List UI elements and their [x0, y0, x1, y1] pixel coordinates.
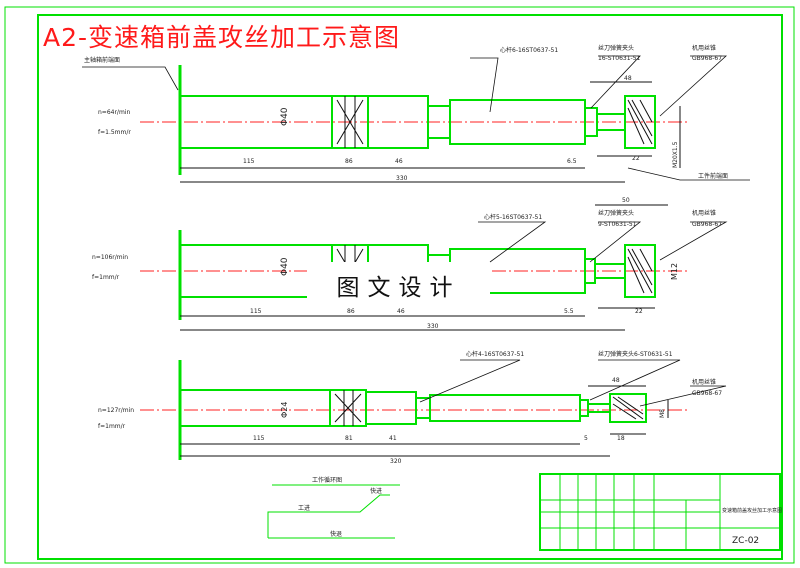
watermark-text: 图文设计 [307, 262, 490, 308]
view-2-dim-b: 86 [347, 308, 355, 315]
view-1-face-label: 主轴箱前端面 [84, 56, 120, 64]
view-2-speed: n=106r/min [92, 254, 128, 261]
view-2-sleeve-code: 9-ST0631-51 [598, 221, 637, 228]
view-1-sleeve-label: 丝刀弹簧夹头 [598, 44, 634, 52]
view-3-dim-e: 18 [617, 435, 625, 442]
view-3-sleeve-label: 丝刀弹簧夹头6-ST0631-51 [598, 350, 673, 358]
view-1-diameter: Φ40 [280, 107, 290, 126]
view-2-dim-total: 330 [427, 323, 439, 330]
view-1-sleeve-code: 16-ST0631-51 [598, 55, 641, 62]
cycle-stage-2: 工进 [298, 504, 310, 512]
view-1-dim-total: 330 [396, 175, 408, 182]
cycle-stage-3: 快退 [330, 530, 342, 538]
view-3-holder-label: 心杆4-16ST0637-51 [466, 350, 524, 358]
view-3-feed: f=1mm/r [98, 423, 126, 430]
view-1-dim-a: 115 [243, 158, 255, 165]
view-2-dim-d: 5.5 [564, 308, 574, 315]
view-3-diameter: Φ24 [280, 402, 289, 418]
drawing-number: ZC-02 [732, 536, 759, 546]
view-3-speed: n=127r/min [98, 407, 134, 414]
view-3-dim-a: 115 [253, 435, 265, 442]
view-2-dim-c: 46 [397, 308, 405, 315]
view-2-feed: f=1mm/r [92, 274, 120, 281]
view-1-tap-std: GB968-67 [692, 55, 722, 62]
work-cycle-chart [267, 484, 400, 539]
view-1-workpiece [624, 95, 656, 149]
view-2-dim-e: 22 [635, 308, 643, 315]
title-block-name: 变速箱前盖攻丝加工示意图 [722, 507, 782, 514]
view-2-dim-a: 115 [250, 308, 262, 315]
view-1-tap-label: 机用丝锥 [692, 44, 716, 52]
view-3-dim-f: 48 [612, 377, 620, 384]
view-1-thread: M20X1.5 [672, 141, 679, 168]
view-1-workpiece-label: 工件前端面 [698, 172, 728, 180]
drawing-border-outer [4, 6, 795, 564]
cycle-chart-title: 工作循环图 [312, 476, 342, 484]
view-2-thread: M12 [670, 263, 679, 280]
view-3-dim-total: 320 [390, 458, 402, 465]
view-3-tap-label: 机用丝锥 [692, 378, 716, 386]
view-1-dim-e: 22 [632, 155, 640, 162]
view-1-holder-label: 心杆6-16ST0637-51 [500, 46, 558, 54]
view-1-dim-d: 6.5 [567, 158, 577, 165]
page-title: A2-变速箱前盖攻丝加工示意图 [43, 23, 401, 52]
drawing-border-inner [37, 14, 783, 560]
view-1-speed: n=64r/min [98, 109, 130, 116]
view-1-feed: f=1.5mm/r [98, 129, 131, 136]
view-1-dim-b: 86 [345, 158, 353, 165]
view-2-holder-label: 心杆5-16ST0637-51 [484, 213, 542, 221]
view-3-dim-b: 81 [345, 435, 353, 442]
view-1-dim-f: 48 [624, 75, 632, 82]
view-2-tap-std: GB968-67 [692, 221, 722, 228]
view-2-sleeve-label: 丝刀弹簧夹头 [598, 209, 634, 217]
view-3-tap-std: GB968-67 [692, 390, 722, 397]
view-2-tap-label: 机用丝锥 [692, 209, 716, 217]
view-3-thread: M8 [659, 409, 666, 418]
title-block [539, 473, 781, 551]
view-2-diameter: Φ40 [280, 257, 290, 276]
view-3 [140, 359, 727, 460]
view-3-dim-c: 41 [389, 435, 397, 442]
view-1-dim-c: 46 [395, 158, 403, 165]
view-3-dim-d: 5 [584, 435, 588, 442]
cycle-stage-1: 快进 [370, 487, 382, 495]
view-1 [82, 55, 750, 183]
view-2-dim-f: 50 [622, 197, 630, 204]
